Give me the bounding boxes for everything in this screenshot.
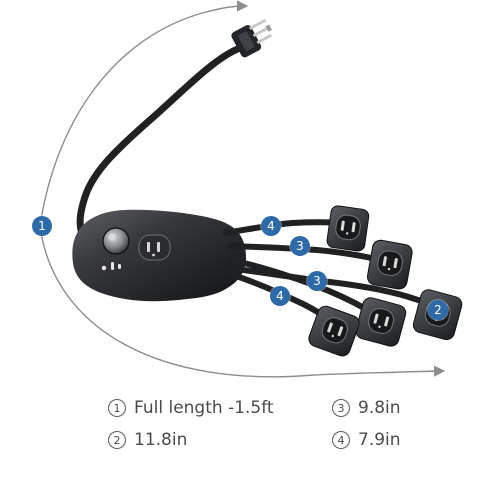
indicator-light-3 (118, 264, 121, 269)
callout-marker-cord-3-top: 3 (290, 236, 310, 256)
branch-cord-top-3 (227, 243, 379, 262)
indicator-light-2 (111, 262, 114, 270)
main-cord (76, 44, 244, 251)
callout-marker-cord-2: 2 (428, 300, 448, 320)
callout-marker-cord-4-top: 4 (261, 216, 281, 236)
measurement-arc-bottom (39, 225, 446, 378)
body-outlet-icon (138, 234, 171, 261)
three-prong-plug-icon (231, 18, 273, 58)
outlet-cap-4-bottom (308, 305, 360, 357)
outlet-cap-3-middle (355, 297, 407, 347)
branch-cord-top-4 (222, 219, 346, 236)
callout-marker-cord-4-bottom: 4 (270, 286, 290, 306)
outlet-cap-3-top (366, 239, 413, 290)
indicator-light-1 (101, 265, 107, 271)
callout-marker-main: 1 (32, 216, 52, 236)
power-switch-highlight (108, 233, 116, 241)
outlet-cap-4-top (326, 205, 370, 252)
measurement-arc-top (39, 0, 249, 227)
callout-marker-cord-3-bottom: 3 (307, 271, 327, 291)
power-switch-icon (102, 227, 130, 255)
